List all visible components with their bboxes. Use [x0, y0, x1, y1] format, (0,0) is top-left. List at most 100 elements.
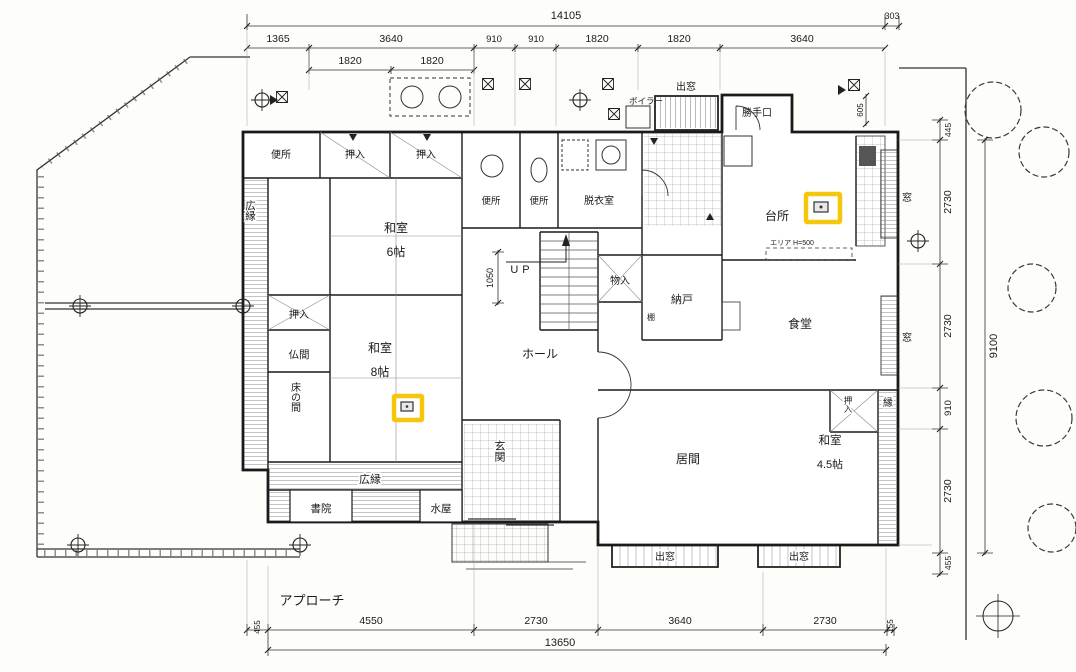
triangle-marker-icon: [706, 213, 714, 220]
tree-icon: [1007, 263, 1057, 313]
veranda-left-floor: [244, 179, 268, 469]
bath-door-swing: [641, 169, 669, 197]
small-markers: [349, 134, 714, 220]
room-label-datsuishitsu: 脱衣室: [584, 194, 614, 207]
room-label-baywindow-b2: 出窓: [789, 550, 809, 563]
room-label-baywindow-b1: 出窓: [655, 550, 675, 563]
dim-bottom-1: 4550: [359, 615, 383, 627]
room-label-kitchen: 台所: [765, 208, 789, 223]
room-label-tana: 棚: [647, 312, 655, 322]
room-label-engawa: 縁: [883, 396, 893, 409]
house: [241, 77, 900, 570]
survey-symbols: [67, 78, 1020, 638]
toilet-fixture: [530, 157, 548, 183]
room-label-veranda-left: 広縁: [244, 199, 256, 221]
room-label-hall: ホール: [522, 347, 558, 361]
dim-bottom-4: 2730: [813, 615, 837, 627]
label-kitchen-note: エリア H=500: [770, 239, 814, 247]
entrance-sliding-door: [468, 518, 554, 526]
mizuya-box: [419, 489, 463, 523]
room-label-washitsu45: 和室: [819, 433, 842, 447]
label-approach: アプローチ: [279, 593, 344, 608]
room-label-up: UP: [510, 264, 533, 276]
room-label-closet-a: 押入: [345, 148, 365, 161]
room-labels: 便所 押入 押入 広縁 和室 6帖 押入 仏間 床の間 和室 8帖 広縁 書院 …: [243, 79, 913, 609]
laundry-unit: [595, 139, 627, 171]
room-label-veranda-south: 広縁: [359, 472, 381, 486]
hall-double-door-swing: [597, 351, 632, 419]
fixtures: [389, 77, 876, 331]
dim-bottom-overall: 13650: [545, 637, 576, 649]
highlight-marker-kitchen: [803, 191, 843, 225]
genkan-tile-floor: [464, 424, 560, 521]
skylight-dome: [438, 85, 462, 109]
highlight-markers: [391, 191, 843, 423]
staircase: [506, 232, 598, 330]
dim-right-bottom: 455: [943, 556, 953, 570]
room-label-toilet-a: 便所: [481, 195, 501, 207]
dim-bottom-right: 155: [886, 619, 895, 633]
tree-icon: [1015, 389, 1073, 447]
dim-right-3: 910: [943, 400, 954, 416]
refrigerator: [723, 135, 753, 167]
room-label-boiler: ボイラー: [629, 96, 663, 106]
dim-top-overall: 14105: [551, 10, 582, 22]
skylight-dashed: [389, 77, 471, 117]
room-label-washitsu6: 和室: [384, 220, 408, 235]
tatami-and-closet-lines: [267, 131, 879, 462]
room-label-window-a: 窓: [902, 191, 912, 204]
dim-top-7: 3640: [790, 33, 814, 45]
stair-direction-arrow: [506, 242, 567, 263]
room-label-closet-b: 押入: [416, 148, 436, 161]
window-strip-a: [880, 149, 898, 239]
wash-basin: [480, 154, 504, 178]
room-label-toilet-b: 便所: [529, 195, 549, 207]
tree-icon: [964, 81, 1022, 139]
boiler-unit: [625, 105, 651, 129]
washing-machine: [561, 139, 589, 171]
triangle-pointer-icon: [270, 95, 278, 105]
built-in-shelf: [721, 301, 741, 331]
dim-top-3: 910: [486, 34, 502, 45]
dim-top-1: 1365: [266, 33, 290, 45]
dim-top-offset: 303: [884, 11, 899, 21]
dim-top-4: 910: [528, 34, 544, 45]
extension-lines: [246, 30, 932, 624]
dimension-lines: [243, 14, 993, 656]
site-boundary: [36, 56, 967, 640]
room-label-closet-c: 押入: [289, 308, 309, 321]
dim-bottom-left: 455: [253, 620, 262, 634]
engawa-right-floor: [879, 392, 897, 544]
dim-right-2: 2730: [942, 314, 954, 338]
triangle-marker-icon: [423, 134, 431, 141]
kitchen-sink: [859, 146, 876, 166]
window-strip-b: [880, 295, 898, 376]
room-label-washitsu6-size: 6帖: [387, 244, 406, 259]
dim-top-5: 1820: [585, 33, 609, 45]
kitchen-entry-door-swing: [735, 105, 761, 131]
room-label-tokonoma: 床の間: [289, 381, 301, 413]
triangle-pointer-icon: [838, 85, 846, 95]
room-label-washitsu45-size: 4.5帖: [817, 458, 843, 471]
room-label-toilet-nw: 便所: [271, 148, 291, 161]
kitchen-counter-dashed: [765, 247, 853, 261]
bay-window-bottom-1-hatch: [613, 546, 717, 566]
dim-bottom-2: 2730: [524, 615, 548, 627]
dimension-text: 14105 303 1365 3640 910 910 1820 1820 36…: [253, 10, 1000, 649]
triangle-marker-icon: [650, 138, 658, 145]
room-label-mizuya: 水屋: [431, 503, 452, 515]
room-label-living: 居間: [676, 452, 700, 466]
tree-icon: [1018, 126, 1070, 178]
room-label-window-b: 窓: [902, 331, 912, 344]
garden-trees: [964, 81, 1076, 553]
dim-top-2: 3640: [379, 33, 403, 45]
shoin-box: [289, 489, 353, 523]
dim-kitchen-offset: 605: [856, 103, 865, 117]
room-label-genkan: 玄関: [493, 439, 506, 462]
stair-arrow-head-icon: [562, 234, 570, 246]
laundry-drum: [601, 145, 621, 165]
bay-window-bottom-2-hatch: [759, 546, 839, 566]
dim-hall-height: 1050: [485, 268, 495, 288]
